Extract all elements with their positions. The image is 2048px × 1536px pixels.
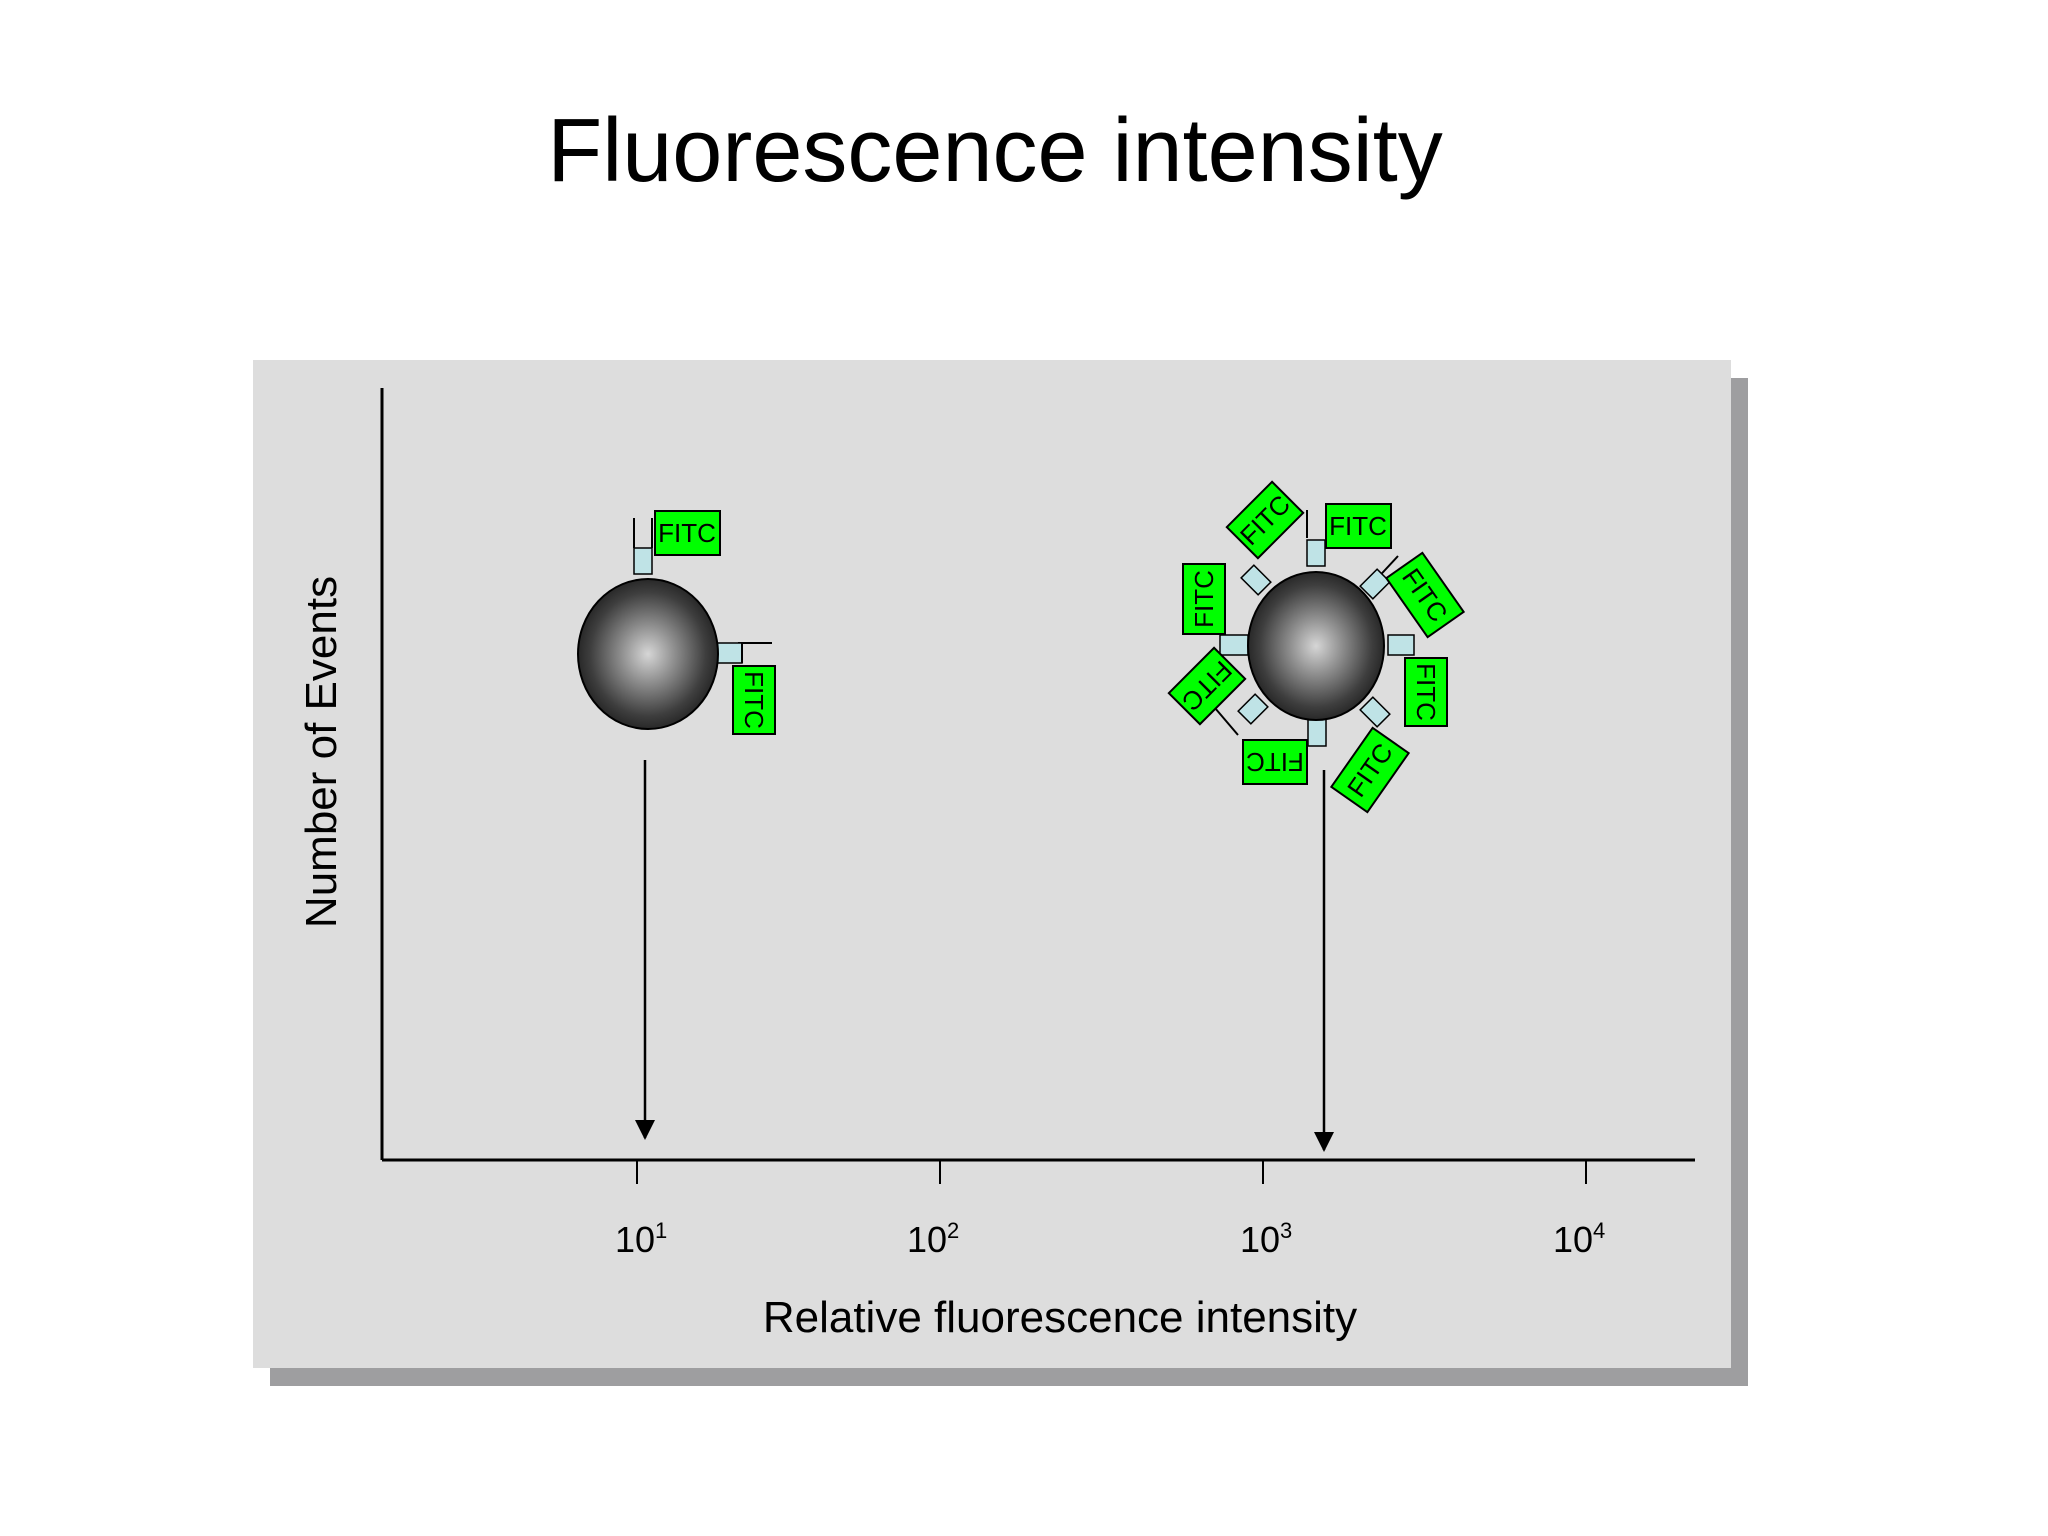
fitc-label-top: FITC — [658, 518, 716, 548]
antibody-y-top — [633, 518, 653, 548]
dim-cell-group: FITC FITC — [577, 510, 776, 735]
tick-label-2: 102 — [907, 1218, 959, 1260]
fitc-tag-b-topright — [1384, 551, 1466, 639]
fitc-tag-b-left — [1182, 563, 1226, 635]
antibody-stem-b-top — [1306, 539, 1326, 567]
fitc-label-b-left: FITC — [1189, 570, 1219, 628]
antibody-stem-b-right — [1387, 634, 1415, 656]
fitc-tag-b-topleft — [1225, 480, 1305, 560]
fitc-tag-top — [654, 510, 721, 556]
fitc-tag-b-bottomright — [1329, 726, 1411, 814]
antibody-stem-b-topright — [1359, 568, 1391, 600]
antibody-stem-b-topleft — [1240, 564, 1272, 596]
tick-label-1: 101 — [615, 1218, 667, 1260]
tick-label-4: 104 — [1553, 1218, 1605, 1260]
fitc-label-b-bottom: FITC — [1246, 747, 1304, 777]
dim-cell — [577, 578, 719, 730]
fitc-tag-b-right — [1404, 657, 1448, 727]
slide-title: Fluorescence intensity — [547, 101, 1443, 201]
antibody-stem-right — [715, 642, 743, 664]
fitc-tag-b-top — [1325, 503, 1392, 549]
fitc-label-b-right: FITC — [1411, 663, 1441, 721]
fitc-tag-b-bottom — [1242, 739, 1308, 785]
fitc-tag-b-bottomleft — [1167, 646, 1247, 726]
fitc-label-b-top: FITC — [1329, 511, 1387, 541]
antibody-stem-b-bottomleft — [1237, 693, 1269, 725]
x-axis-title: Relative fluorescence intensity — [763, 1293, 1357, 1342]
tick-label-3: 103 — [1240, 1218, 1292, 1260]
antibody-stem-b-bottomright — [1359, 696, 1391, 728]
bright-cell — [1247, 571, 1385, 721]
fitc-tag-right — [732, 665, 776, 735]
fitc-label-right: FITC — [739, 671, 769, 729]
y-axis-title: Number of Events — [297, 576, 346, 928]
diagram-panel — [253, 360, 1731, 1368]
antibody-stem-b-bottom — [1307, 717, 1327, 747]
bright-cell-group: FITC FITC FITC FITC FITC FITC — [1167, 480, 1466, 814]
antibody-stem-b-left — [1219, 634, 1249, 656]
antibody-stem-top — [633, 547, 653, 575]
